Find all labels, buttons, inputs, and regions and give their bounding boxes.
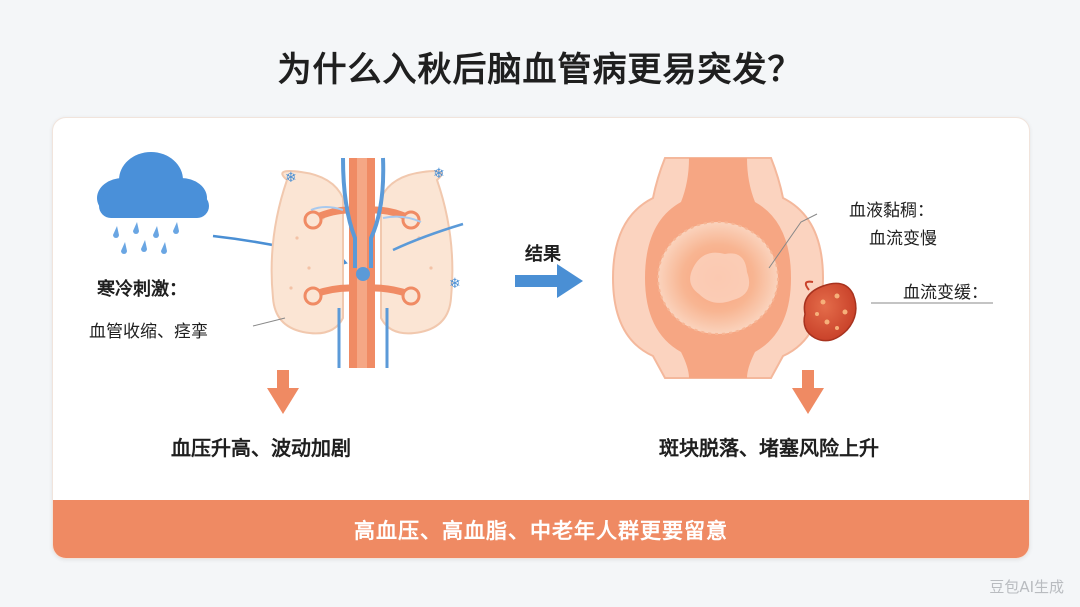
bottom-banner: 高血压、高血脂、中老年人群更要留意 [53, 500, 1029, 558]
leader-line [252, 317, 286, 327]
snowflake-icon: ❄ [285, 170, 297, 186]
snowflake-icon: ❄ [433, 166, 445, 182]
cause-title: 寒冷刺激： [97, 279, 187, 300]
left-result: 血压升高、波动加剧 [171, 436, 351, 460]
arrow-right-icon [515, 264, 583, 298]
right-result: 斑块脱落、堵塞风险上升 [659, 436, 879, 460]
cause-detail: 血管收缩、痉挛 [89, 322, 208, 342]
arrow-down-icon [267, 370, 299, 414]
rain-cloud-icon [97, 152, 209, 254]
arrow-down-icon [792, 370, 824, 414]
viscosity-detail: 血流变慢 [869, 229, 937, 249]
watermark: 豆包AI生成 [989, 578, 1064, 596]
leader-line [768, 213, 818, 269]
blood-clot-icon [803, 280, 857, 342]
constricted-vessel-illustration [270, 157, 464, 368]
arrow-label: 结果 [525, 244, 561, 265]
diagram-illustration: ❄ ❄ ❄ [97, 152, 993, 414]
narrowed-vessel-illustration [611, 157, 825, 379]
slow-flow-label: 血流变缓： [903, 283, 988, 303]
viscosity-title: 血液黏稠： [849, 201, 934, 221]
diagram-card: ❄ ❄ ❄ [52, 117, 1030, 559]
snowflake-icon: ❄ [449, 276, 461, 292]
page-title: 为什么入秋后脑血管病更易突发？ [277, 50, 803, 90]
banner-text: 高血压、高血脂、中老年人群更要留意 [354, 519, 728, 543]
